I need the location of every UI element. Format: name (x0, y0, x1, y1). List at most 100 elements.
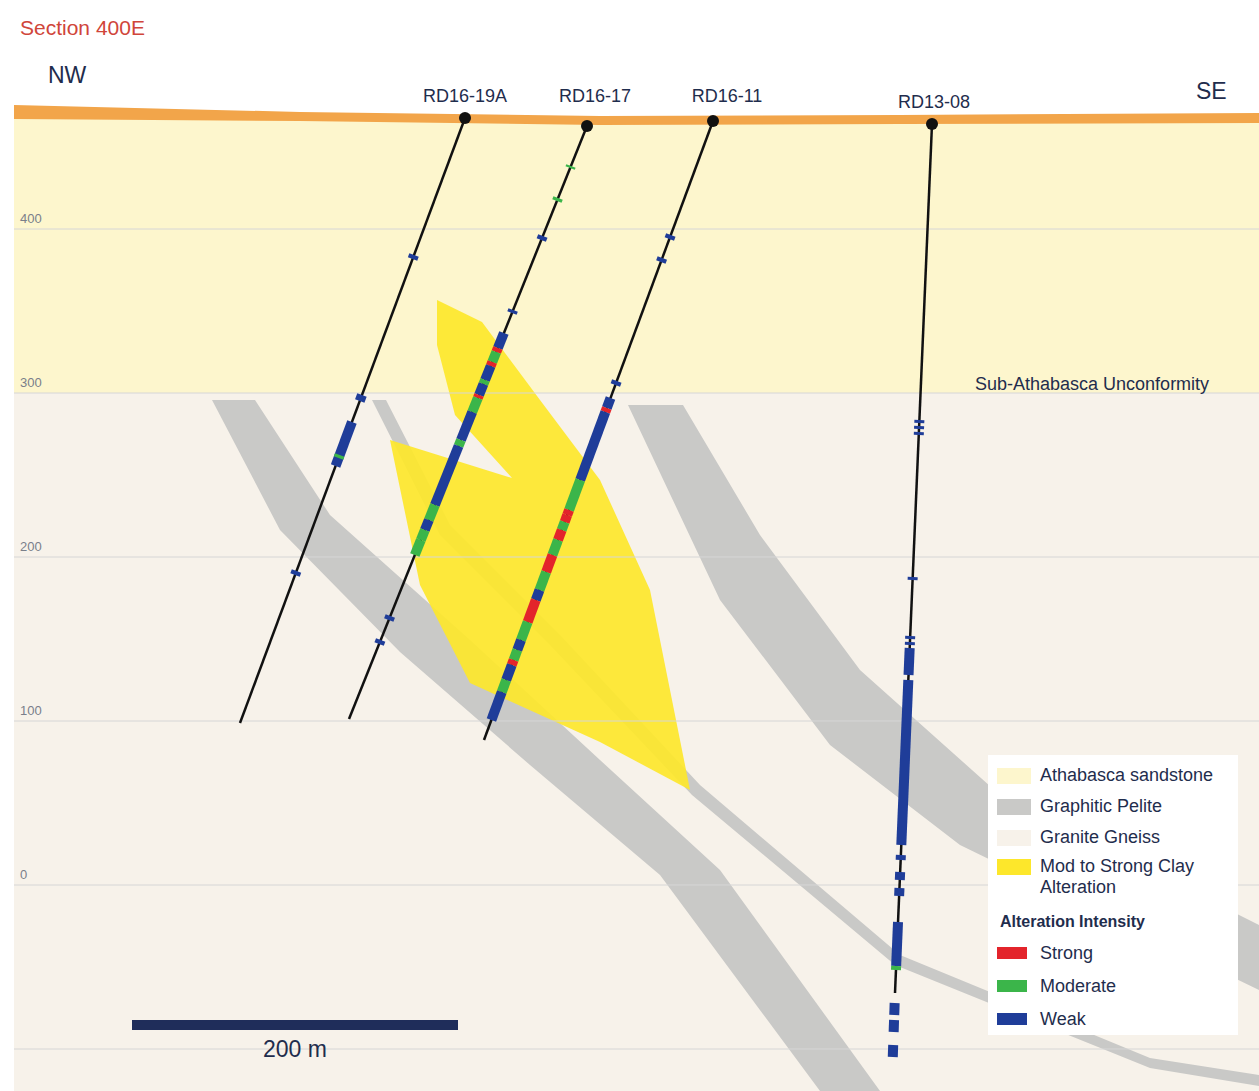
alteration-interval (889, 1003, 899, 1015)
alteration-interval (567, 510, 569, 515)
elevation-label: 0 (20, 868, 27, 883)
section-title: Section 400E (20, 16, 145, 40)
collar (581, 120, 593, 132)
elevation-label: 100 (20, 704, 42, 719)
legend-text: Moderate (1040, 976, 1116, 997)
hole-name: RD16-17 (559, 86, 631, 107)
alteration-interval (546, 555, 552, 572)
legend-swatch (997, 768, 1031, 784)
elevation-label: 400 (20, 212, 42, 227)
alteration-interval (536, 590, 540, 600)
alteration-interval (491, 692, 501, 720)
alteration-interval (528, 600, 536, 622)
alteration-interval (413, 255, 414, 259)
alteration-interval (888, 1045, 898, 1057)
alteration-interval (502, 680, 506, 692)
alteration-interval (498, 333, 504, 348)
sandstone-unit (14, 116, 1259, 393)
drill-trace (349, 126, 587, 719)
alteration-interval (891, 966, 901, 970)
alteration-interval (478, 395, 479, 398)
legend-text: Graphitic Pelite (1040, 796, 1162, 817)
alteration-interval (569, 480, 580, 510)
alteration-interval (496, 348, 498, 352)
legend-swatch (997, 799, 1031, 815)
alteration-interval (389, 616, 391, 620)
legend-swatch (997, 980, 1027, 992)
hole-name: RD16-19A (423, 86, 507, 107)
alteration-interval (360, 395, 362, 401)
elevation-label: 300 (20, 376, 42, 391)
alteration-interval (425, 520, 429, 530)
alteration-interval (517, 640, 521, 650)
alteration-interval (336, 422, 352, 466)
alteration-interval (506, 665, 512, 680)
elevation-label: 200 (20, 540, 42, 555)
alteration-interval (908, 577, 918, 580)
legend-text: Granite Gneiss (1040, 827, 1160, 848)
alteration-interval (558, 530, 562, 540)
alteration-interval (379, 640, 381, 644)
scale-label: 200 m (263, 1036, 327, 1062)
alteration-interval (459, 440, 461, 446)
alteration-interval (339, 455, 340, 458)
alteration-interval (669, 235, 670, 239)
alteration-interval (607, 398, 611, 408)
alteration-interval (461, 412, 472, 440)
legend-swatch (997, 830, 1031, 846)
legend-text: Weak (1040, 1009, 1086, 1030)
alteration-interval (421, 530, 425, 540)
alteration-interval (909, 648, 910, 675)
legend-text: Strong (1040, 943, 1093, 964)
hole-name: RD13-08 (898, 92, 970, 113)
drill-holes (240, 112, 938, 1057)
alteration-interval (492, 352, 496, 362)
legend-swatch (997, 859, 1031, 875)
topography (14, 105, 1259, 125)
alteration-interval (905, 642, 915, 645)
elevation-grid (14, 229, 1259, 1049)
collar (459, 112, 471, 124)
alteration-interval (914, 420, 924, 423)
alteration-interval (562, 522, 565, 530)
drill-trace (895, 124, 932, 993)
alteration-interval (485, 366, 491, 380)
alteration-interval (483, 380, 485, 384)
alteration-interval (557, 198, 558, 201)
collar (707, 115, 719, 127)
alteration-interval (491, 362, 493, 366)
clay-alteration-zone (390, 300, 690, 790)
alteration-interval (521, 622, 528, 640)
alteration-interval (896, 855, 906, 860)
alteration-interval (895, 872, 905, 880)
alteration-interval (512, 310, 513, 313)
legend-heading: Alteration Intensity (1000, 913, 1145, 931)
legend-swatch (997, 1013, 1027, 1025)
unconformity-label: Sub-Athabasca Unconformity (975, 374, 1209, 395)
collar (926, 118, 938, 130)
alteration-interval (615, 381, 616, 385)
alteration-interval (661, 258, 662, 262)
alteration-interval (565, 515, 568, 522)
drill-trace (240, 118, 465, 723)
alteration-interval (415, 540, 421, 555)
alteration-interval (429, 505, 435, 520)
alteration-interval (905, 636, 915, 639)
alteration-interval (889, 1020, 899, 1032)
legend-swatch (997, 947, 1027, 959)
direction-label: SE (1196, 78, 1227, 104)
legend-text: Mod to Strong Clay Alteration (1040, 856, 1230, 897)
alteration-interval (552, 540, 558, 555)
scale-bar (132, 1020, 458, 1030)
alteration-interval (901, 680, 908, 845)
alteration-interval (435, 446, 459, 505)
alteration-interval (896, 922, 898, 966)
hole-name: RD16-11 (692, 86, 763, 107)
alteration-interval (472, 398, 478, 412)
drill-trace (484, 121, 713, 740)
alteration-interval (295, 571, 296, 575)
direction-label: NW (48, 62, 86, 88)
alteration-interval (605, 408, 606, 412)
alteration-interval (914, 432, 924, 435)
